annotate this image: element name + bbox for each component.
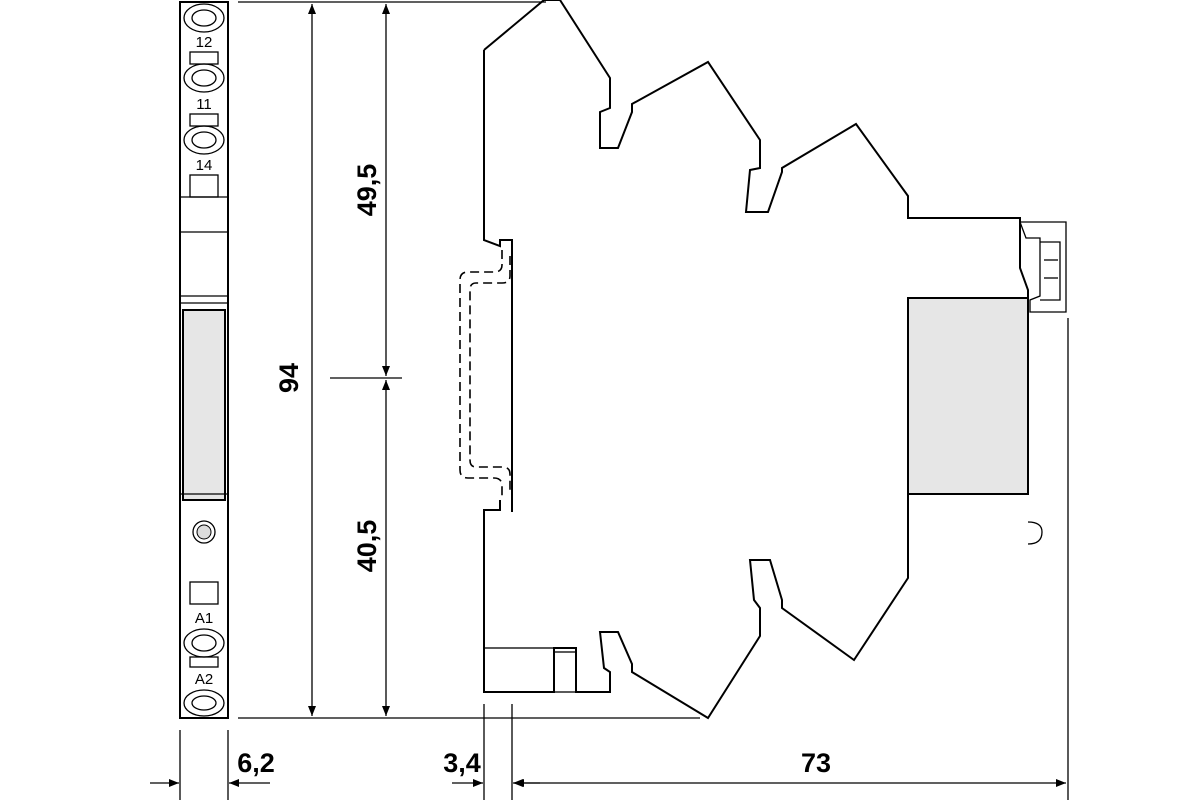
screw-terminal-a2-icon	[183, 689, 225, 717]
connector-clip-inner	[1040, 241, 1061, 301]
dim-label-height-lower: 40,5	[352, 520, 382, 573]
dimension-lines	[150, 1, 1069, 800]
front-housing	[179, 1, 229, 719]
led-lens-icon	[196, 524, 212, 540]
dim-label-rail-offset: 3,4	[443, 748, 481, 778]
din-rail	[469, 256, 511, 494]
screw-terminal-11-icon	[183, 63, 225, 93]
din-rail	[459, 250, 503, 500]
terminal-divider	[189, 174, 219, 198]
dim-label-depth: 73	[801, 748, 831, 778]
led-indicator-icon	[192, 520, 216, 544]
terminal-label-a2: A2	[195, 671, 213, 688]
terminal-label-a1: A1	[195, 610, 213, 627]
terminal-divider	[189, 581, 219, 605]
terminal-label-12: 12	[196, 34, 213, 51]
dim-label-height-total: 94	[274, 363, 304, 393]
dimension-labels: 94 49,5 40,5 6,2 3,4 73	[237, 164, 831, 778]
led-indicator-side-icon	[1027, 521, 1043, 545]
latch-slide	[553, 651, 577, 693]
screw-head-icon	[191, 695, 217, 711]
terminal-divider	[189, 51, 219, 65]
terminal-divider	[189, 113, 219, 127]
screw-head-icon	[191, 634, 217, 652]
terminal-label-14: 14	[196, 157, 213, 174]
connector-clip	[1019, 221, 1067, 313]
screw-head-icon	[191, 69, 217, 87]
screw-terminal-12-icon	[183, 3, 225, 33]
screw-terminal-14-icon	[183, 125, 225, 155]
side-view	[459, 0, 1067, 720]
screw-head-icon	[191, 9, 217, 27]
dim-label-height-upper: 49,5	[352, 164, 382, 217]
relay-window	[182, 309, 226, 501]
relay-label-area	[907, 297, 1029, 495]
latch-foot	[483, 647, 555, 693]
screw-head-icon	[191, 131, 217, 149]
screw-terminal-a1-icon	[183, 628, 225, 658]
dim-label-width: 6,2	[237, 748, 275, 778]
front-view: 12 11 14 A1 A2	[179, 1, 229, 719]
terminal-label-11: 11	[196, 96, 212, 113]
terminal-divider	[189, 656, 219, 668]
